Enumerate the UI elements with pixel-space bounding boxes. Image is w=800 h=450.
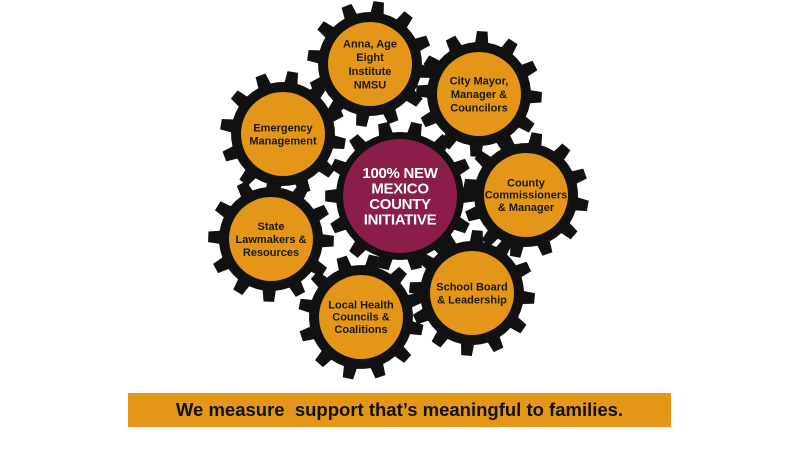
gear-label-city-line-0: City Mayor, — [450, 76, 509, 88]
gear-label-county-line-0: County — [507, 177, 546, 189]
gear-disc-anna — [328, 22, 412, 106]
gear-label-health-line-2: Coalitions — [334, 324, 387, 336]
gear-label-health-line-1: Councils & — [332, 312, 390, 324]
gear-label-center-line-1: MEXICO — [371, 181, 429, 198]
gear-label-health-line-0: Local Health — [328, 299, 394, 311]
gear-label-city-line-1: Manager & — [451, 89, 507, 101]
gear-label-city-line-2: Councilors — [450, 103, 507, 115]
gear-label-center-line-3: INITIATIVE — [364, 212, 437, 229]
gear-label-school-line-1: & Leadership — [437, 294, 507, 306]
gear-label-anna-line-1: Eight — [356, 52, 384, 64]
gear-label-center-line-0: 100% NEW — [362, 165, 438, 182]
gear-disc-center — [343, 139, 457, 253]
gear-label-emergency-line-1: Management — [249, 135, 317, 147]
gear-school: School Board& Leadership — [409, 230, 535, 356]
gear-disc-emergency — [241, 92, 325, 176]
gear-city: City Mayor,Manager & Councilors — [416, 31, 542, 157]
gear-disc-school — [430, 251, 514, 335]
gear-label-anna-line-3: NMSU — [354, 79, 386, 91]
gear-label-county-line-2: & Manager — [498, 202, 555, 214]
gear-disc-health — [319, 275, 403, 359]
gear-label-state-line-0: State — [258, 221, 285, 233]
gear-label-school-line-0: School Board — [436, 281, 508, 293]
tagline-text: We measure support that’s meaningful to … — [175, 399, 624, 420]
gear-disc-county — [484, 153, 568, 237]
gear-disc-city — [437, 52, 521, 136]
gear-label-county-line-1: Commissioners — [485, 190, 568, 202]
gear-disc-state — [229, 197, 313, 281]
tagline-banner: We measure support that’s meaningful to … — [128, 393, 671, 427]
gear-label-state-line-1: Lawmakers & — [236, 234, 307, 246]
gear-label-anna-line-2: Institute — [349, 66, 392, 78]
gear-label-emergency-line-0: Emergency — [253, 122, 313, 134]
gear-label-anna-line-0: Anna, Age — [343, 39, 397, 51]
gear-label-state-line-2: Resources — [243, 247, 299, 259]
gear-label-center-line-2: COUNTY — [369, 196, 431, 213]
